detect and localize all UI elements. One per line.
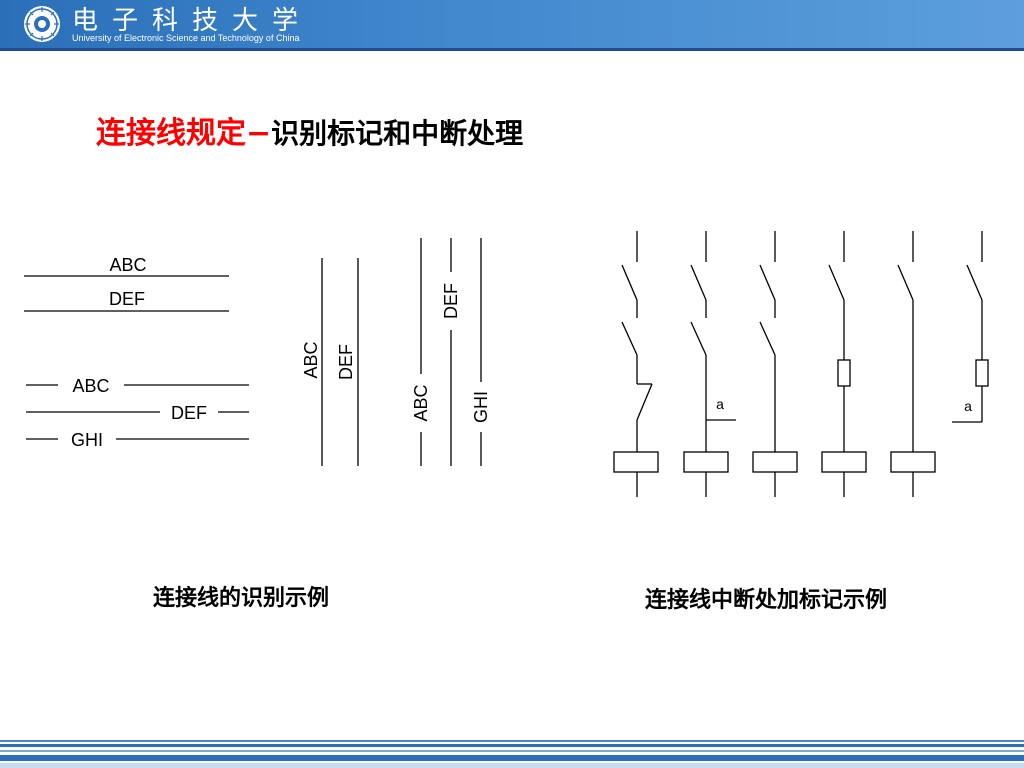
label-a-right: a: [964, 398, 972, 414]
title-dash: −: [246, 116, 272, 151]
label-ghi-v-inline: GHI: [471, 391, 491, 423]
university-name-cn: 电子科技大学: [72, 6, 313, 36]
label-abc-v-inline: ABC: [411, 384, 431, 421]
header-divider: [0, 48, 1024, 51]
caption-identification-example: 连接线的识别示例: [153, 586, 330, 611]
label-a-left: a: [716, 396, 724, 412]
circuit-2: [683, 231, 736, 497]
header-bar: 电子科技大学 University of Electronic Science …: [0, 0, 1024, 48]
circuit-3: [752, 231, 798, 497]
university-name-en: University of Electronic Science and Tec…: [72, 33, 300, 43]
circuit-5: [890, 231, 936, 497]
label-abc-vertical: ABC: [301, 341, 321, 378]
caption-interrupt-marking-example: 连接线中断处加标记示例: [645, 588, 888, 613]
footer-stripes: [0, 740, 1024, 768]
university-emblem-icon: [24, 6, 60, 42]
circuit-4: [821, 231, 867, 497]
label-def-vertical: DEF: [336, 344, 356, 380]
label-def-v-inline: DEF: [441, 283, 461, 319]
label-abc-top: ABC: [109, 255, 146, 275]
circuit-6: [952, 231, 989, 423]
label-abc-inline: ABC: [72, 376, 109, 396]
label-def-inline: DEF: [171, 403, 207, 423]
circuit-1: [613, 231, 659, 497]
slide-title: 连接线规定−识别标记和中断处理: [96, 108, 523, 152]
label-def-top: DEF: [109, 289, 145, 309]
title-main: 连接线规定: [96, 116, 246, 151]
label-ghi-inline: GHI: [71, 430, 103, 450]
title-subtitle: 识别标记和中断处理: [271, 117, 524, 150]
